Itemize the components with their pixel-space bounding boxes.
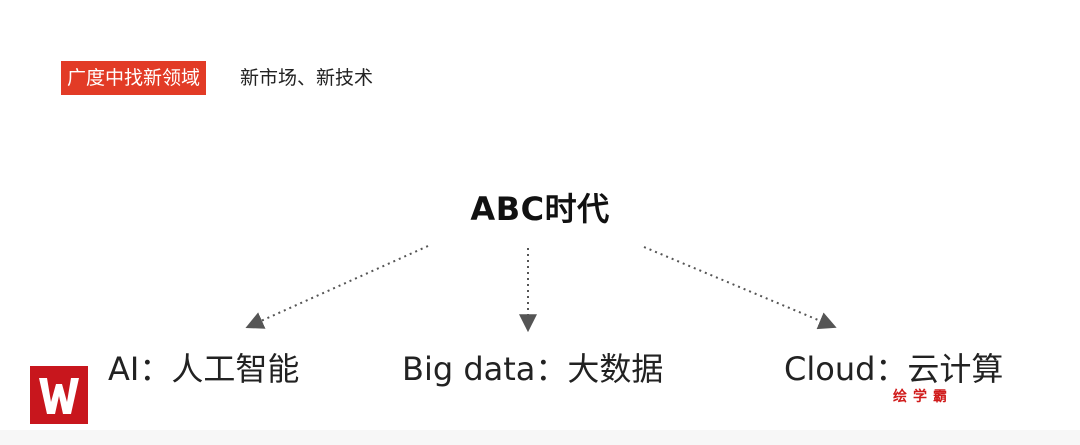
- center-title: ABC时代: [470, 190, 610, 228]
- section-tag: 广度中找新领域: [61, 61, 207, 95]
- node-big-data: Big data：大数据: [402, 350, 664, 388]
- node-ai: AI：人工智能: [108, 350, 300, 388]
- arrow-to-ai: [245, 245, 429, 329]
- arrow-to-cloud: [643, 246, 837, 330]
- watermark-text: 绘学霸: [893, 389, 953, 405]
- bottom-band: [0, 430, 1080, 445]
- node-cloud: Cloud：云计算: [784, 350, 1004, 388]
- w-logo-icon: [30, 366, 88, 424]
- section-subtitle: 新市场、新技术: [240, 67, 374, 89]
